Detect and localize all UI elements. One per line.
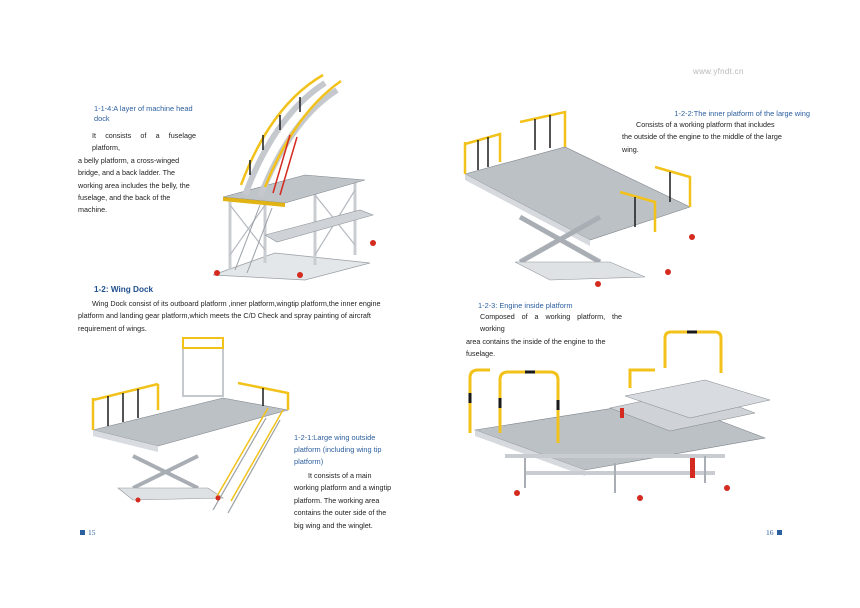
wing-inner-platform-illustration (463, 110, 695, 287)
section-1-2-1-heading: 1-2-1:Large wing outside platform (inclu… (294, 432, 396, 468)
page-marker-icon (80, 530, 85, 535)
engine-inside-platform-illustration (468, 330, 771, 501)
body-line: Wing Dock consist of its outboard platfo… (92, 299, 381, 308)
body-line: Consists of a working platform that incl… (636, 120, 775, 129)
head-dock-illustration (212, 73, 376, 281)
wing-outside-platform-illustration (91, 337, 290, 514)
body-line: big wing and the winglet. (294, 520, 373, 530)
body-line: the outside of the engine to the middle … (622, 132, 782, 142)
page-number-text: 16 (766, 528, 774, 537)
section-1-1-4-heading: 1-1-4:A layer of machine head dock (94, 104, 204, 124)
heading-line: platform (including wing tip (294, 445, 382, 454)
body-line: It consists of a main (308, 471, 372, 480)
heading-line: 1-1-4:A layer of machine head (94, 104, 193, 113)
page-number-right: 16 (766, 528, 782, 537)
page-number-text: 15 (88, 528, 96, 537)
body-line: working area includes the belly, the (78, 180, 190, 190)
body-line: machine. (78, 205, 108, 215)
watermark: www.yfndt.cn (693, 67, 744, 76)
section-1-2-2-heading: 1-2-2:The inner platform of the large wi… (674, 109, 810, 118)
body-line: Composed of a working platform, the work… (480, 312, 622, 334)
body-line: requirement of wings. (78, 323, 147, 333)
body-line: contains the outer side of the (294, 508, 387, 518)
page-number-left: 15 (80, 528, 96, 537)
heading-line: dock (94, 114, 110, 123)
body-line: fuselage, and the back of the (78, 193, 171, 203)
section-1-2-2: 1-2-2:The inner platform of the large wi… (636, 109, 810, 119)
section-1-1-4-body: It consists of a fuselage platform, a be… (78, 130, 196, 217)
body-line: fuselage. (466, 349, 496, 359)
body-line: working platform and a wingtip (294, 483, 392, 493)
left-page: 1-1-4:A layer of machine head dock It co… (78, 73, 396, 537)
section-title: 1-2: Wing Dock (94, 285, 154, 294)
body-line: It consists of a fuselage platform, (92, 131, 196, 153)
body-line: bridge, and a back ladder. The (78, 168, 175, 178)
page-marker-icon (776, 530, 782, 535)
body-line: a belly platform, a cross-winged (78, 155, 180, 165)
section-1-2-3-body: Composed of a working platform, the work… (466, 311, 622, 361)
body-line: area contains the inside of the engine t… (466, 336, 606, 346)
right-page: www.yfndt.cn 1-2-2:The inner platform of… (430, 0, 860, 608)
heading-line: platform) (294, 457, 324, 466)
body-line: platform and landing gear platform,which… (78, 311, 371, 321)
section-1-2-1: 1-2-1:Large wing outside platform (inclu… (294, 432, 396, 532)
section-1-1-4: 1-1-4:A layer of machine head dock (94, 104, 204, 124)
section-1-2-body: Wing Dock consist of its outboard platfo… (78, 298, 396, 335)
body-line: wing. (622, 144, 639, 154)
section-1-2-3: 1-2-3: Engine inside platform (478, 301, 573, 311)
body-line: platform. The working area (294, 495, 380, 505)
heading-line: 1-2-1:Large wing outside (294, 433, 376, 442)
section-1-2-3-heading: 1-2-3: Engine inside platform (478, 301, 573, 310)
section-1-2-2-body: Consists of a working platform that incl… (622, 119, 812, 156)
section-1-2: 1-2: Wing Dock (94, 285, 153, 294)
